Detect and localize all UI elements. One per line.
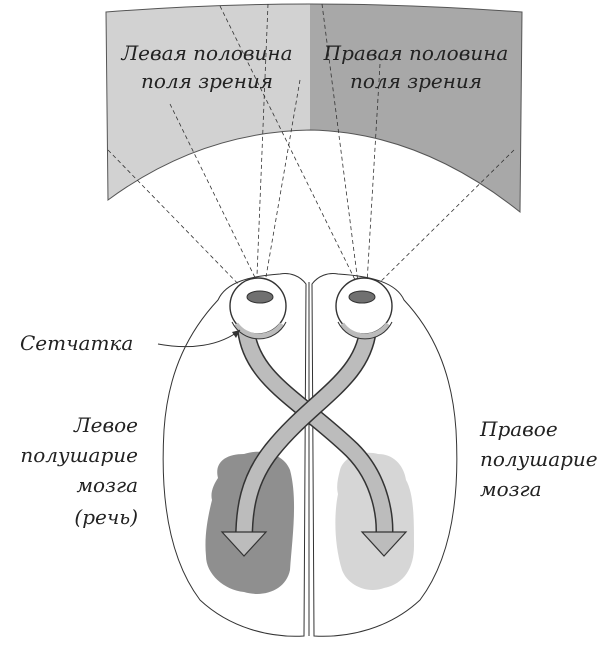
right-visual-cortex	[335, 452, 414, 590]
left-eye	[229, 277, 287, 340]
left-hemisphere-label-line3: мозга	[76, 473, 138, 497]
visual-field	[105, 3, 523, 214]
retina-label: Сетчатка	[20, 331, 133, 355]
brain	[162, 273, 458, 637]
left-field-label-line2: поля зрения	[141, 69, 273, 93]
visual-field-outline	[105, 3, 523, 214]
right-retina	[339, 322, 391, 339]
left-hemisphere-label-line2: полушарие	[20, 443, 138, 467]
left-eye-lens	[246, 290, 274, 304]
left-visual-field	[106, 4, 310, 200]
left-retina	[233, 322, 285, 339]
right-eye-pathway-arrowhead	[220, 531, 268, 557]
right-hemisphere-label-line2: полушарие	[480, 447, 598, 471]
right-eye	[335, 277, 393, 340]
right-visual-field	[310, 4, 522, 212]
left-eye-pathway-arrowhead	[360, 531, 408, 557]
left-field-label-line1: Левая половина	[120, 41, 292, 65]
right-hemisphere-label-line3: мозга	[480, 477, 542, 501]
right-eye-lens	[348, 290, 376, 304]
projection-lines	[107, 3, 515, 301]
right-field-label-line1: Правая половина	[323, 41, 509, 65]
right-hemisphere-label-line1: Правое	[479, 417, 558, 441]
retina-pointer-arrowhead	[232, 330, 240, 338]
left-hemisphere-label-line1: Левое	[73, 413, 138, 437]
right-field-label-line2: поля зрения	[350, 69, 482, 93]
optic-pathways	[220, 328, 408, 557]
left-hemisphere-label-line4: (речь)	[74, 505, 138, 529]
